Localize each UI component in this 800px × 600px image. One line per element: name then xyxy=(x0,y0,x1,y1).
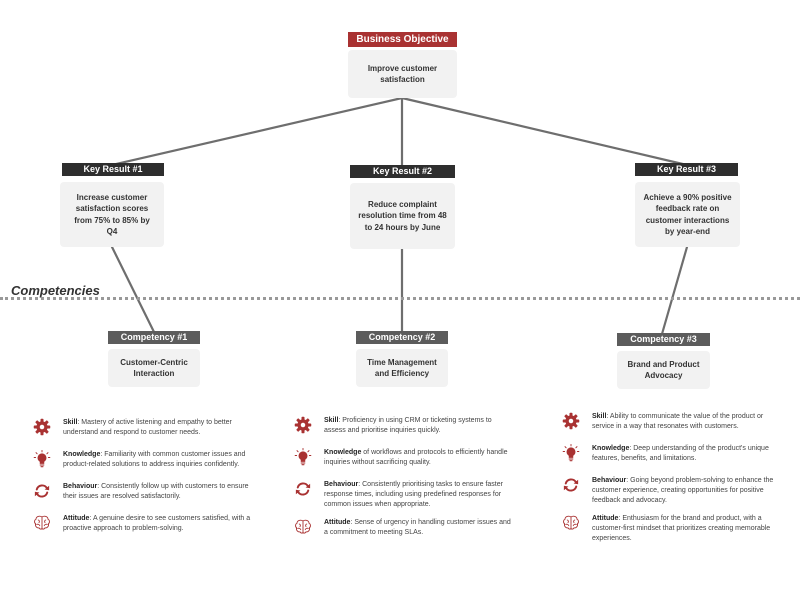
skill-text: : Proficiency in using CRM or ticketing … xyxy=(324,417,492,434)
brain-icon xyxy=(34,515,50,530)
knowledge-item: Knowledge of workflows and protocols to … xyxy=(294,448,514,472)
attitude-label: Attitude xyxy=(592,515,619,522)
gear-icon xyxy=(294,416,312,434)
connector-kr3-comp3 xyxy=(660,245,689,336)
competency-3-details: Skill: Ability to communicate the value … xyxy=(562,412,782,552)
attitude-text: : Sense of urgency in handling customer … xyxy=(324,519,511,536)
behaviour-label: Behaviour xyxy=(592,477,627,484)
attitude-label: Attitude xyxy=(63,515,90,522)
connector-kr1-comp1 xyxy=(110,245,156,334)
lightbulb-icon xyxy=(294,448,312,466)
connector-objective-kr1 xyxy=(110,96,404,167)
attitude-item: Attitude: Enthusiasm for the brand and p… xyxy=(562,514,782,544)
competency-2-box: Time Management and Efficiency xyxy=(356,349,448,387)
behaviour-item: Behaviour: Consistently prioritising tas… xyxy=(294,480,514,510)
key-result-3-box: Achieve a 90% positive feedback rate on … xyxy=(635,182,740,247)
skill-label: Skill xyxy=(324,417,339,424)
competency-1-tag: Competency #1 xyxy=(108,331,200,344)
knowledge-text: : Familiarity with common customer issue… xyxy=(63,451,246,468)
knowledge-text: : Deep understanding of the product's un… xyxy=(592,445,769,462)
knowledge-label: Knowledge xyxy=(63,451,101,458)
knowledge-label: Knowledge xyxy=(592,445,630,452)
knowledge-text: of workflows and protocols to efficientl… xyxy=(324,449,508,466)
competency-3-box: Brand and Product Advocacy xyxy=(617,351,710,389)
competency-2-details: Skill: Proficiency in using CRM or ticke… xyxy=(294,416,514,550)
key-result-1-text: Increase customer satisfaction scores fr… xyxy=(74,192,150,237)
lightbulb-icon xyxy=(33,450,51,468)
key-result-1-tag: Key Result #1 xyxy=(62,163,164,176)
competency-2-tag: Competency #2 xyxy=(356,331,448,344)
competency-2-text: Time Management and Efficiency xyxy=(367,357,437,379)
competency-1-box: Customer-Centric Interaction xyxy=(108,349,200,387)
competency-1-text: Customer-Centric Interaction xyxy=(120,357,188,379)
brain-icon xyxy=(563,515,579,530)
competency-3-tag: Competency #3 xyxy=(617,333,710,346)
knowledge-item: Knowledge: Deep understanding of the pro… xyxy=(562,444,782,468)
key-result-1-box: Increase customer satisfaction scores fr… xyxy=(60,182,164,247)
attitude-text: : A genuine desire to see customers sati… xyxy=(63,515,251,532)
behaviour-item: Behaviour: Going beyond problem-solving … xyxy=(562,476,782,506)
skill-label: Skill xyxy=(592,413,607,420)
behaviour-item: Behaviour: Consistently follow up with c… xyxy=(33,482,253,506)
cycle-arrows-icon xyxy=(563,478,579,492)
attitude-item: Attitude: A genuine desire to see custom… xyxy=(33,514,253,538)
key-result-3-text: Achieve a 90% positive feedback rate on … xyxy=(643,192,732,237)
competency-3-text: Brand and Product Advocacy xyxy=(627,359,700,381)
behaviour-label: Behaviour xyxy=(324,481,359,488)
behaviour-label: Behaviour xyxy=(63,483,98,490)
skill-item: Skill: Mastery of active listening and e… xyxy=(33,418,253,442)
skill-label: Skill xyxy=(63,419,78,426)
key-result-2-tag: Key Result #2 xyxy=(350,165,455,178)
cycle-arrows-icon xyxy=(34,484,50,498)
competency-1-details: Skill: Mastery of active listening and e… xyxy=(33,418,253,546)
behaviour-text: : Consistently follow up with customers … xyxy=(63,483,249,500)
key-result-2-box: Reduce complaint resolution time from 48… xyxy=(350,183,455,249)
key-result-2-text: Reduce complaint resolution time from 48… xyxy=(358,199,447,232)
gear-icon xyxy=(562,412,580,430)
skill-text: : Mastery of active listening and empath… xyxy=(63,419,232,436)
attitude-label: Attitude xyxy=(324,519,351,526)
competencies-title: Competencies xyxy=(11,283,100,298)
competencies-divider xyxy=(0,297,800,300)
behaviour-text: : Consistently prioritising tasks to ens… xyxy=(324,481,503,508)
behaviour-text: : Going beyond problem-solving to enhanc… xyxy=(592,477,774,504)
objective-text: Improve customer satisfaction xyxy=(367,63,438,85)
gear-icon xyxy=(33,418,51,436)
knowledge-label: Knowledge xyxy=(324,449,362,456)
skill-item: Skill: Ability to communicate the value … xyxy=(562,412,782,436)
brain-icon xyxy=(295,519,311,534)
skill-item: Skill: Proficiency in using CRM or ticke… xyxy=(294,416,514,440)
objective-box: Improve customer satisfaction xyxy=(348,50,457,98)
attitude-text: : Enthusiasm for the brand and product, … xyxy=(592,515,771,542)
connector-objective-kr3 xyxy=(400,96,689,167)
knowledge-item: Knowledge: Familiarity with common custo… xyxy=(33,450,253,474)
cycle-arrows-icon xyxy=(295,482,311,496)
key-result-3-tag: Key Result #3 xyxy=(635,163,738,176)
attitude-item: Attitude: Sense of urgency in handling c… xyxy=(294,518,514,542)
lightbulb-icon xyxy=(562,444,580,462)
objective-tag: Business Objective xyxy=(348,32,457,47)
skill-text: : Ability to communicate the value of th… xyxy=(592,413,764,430)
